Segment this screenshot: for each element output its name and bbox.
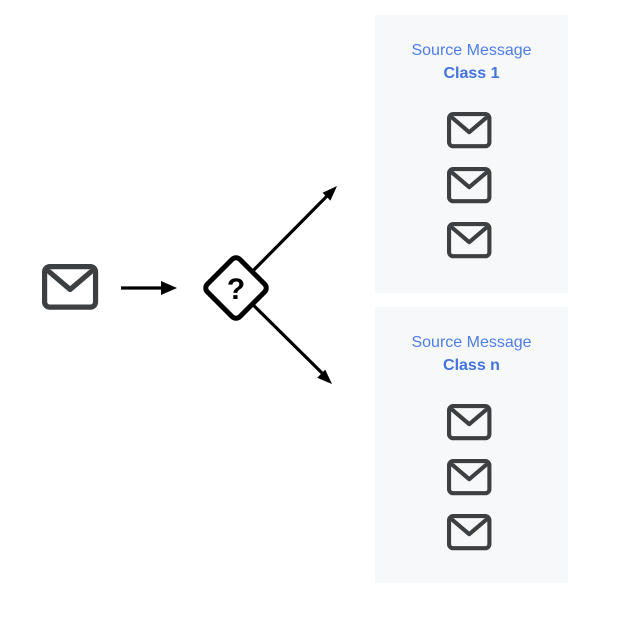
question-mark-label: ? <box>227 273 245 306</box>
panel-class-n: Source Message Class n <box>375 307 568 583</box>
panel-class-label: Class n <box>443 357 500 374</box>
flow-canvas: ? <box>0 186 337 384</box>
message-envelope-icon <box>447 222 496 262</box>
classifier-diamond: ? <box>203 255 269 321</box>
message-envelope-icon <box>447 459 496 499</box>
panel-title: Source Message <box>411 334 532 351</box>
message-stack <box>447 404 496 554</box>
message-envelope-icon <box>447 514 496 554</box>
message-envelope-icon <box>447 404 496 444</box>
panel-class-1: Source Message Class 1 <box>375 15 568 293</box>
message-envelope-icon <box>447 167 496 207</box>
source-mail-icon <box>45 267 96 308</box>
panel-title: Source Message <box>411 42 532 59</box>
message-envelope-icon <box>447 112 496 152</box>
message-stack <box>447 112 496 262</box>
panel-class-label: Class 1 <box>443 65 500 82</box>
arrow-right-icon <box>121 281 177 295</box>
